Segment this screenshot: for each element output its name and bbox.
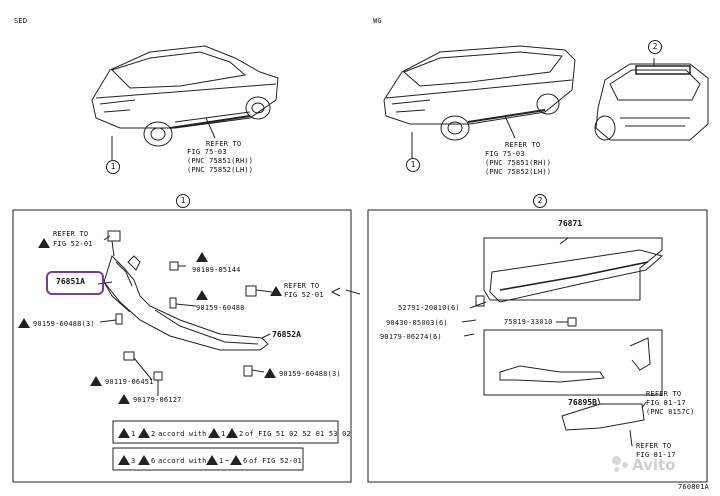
note-triangle-icon (90, 376, 102, 386)
wg-callout-1: 1 (406, 158, 420, 172)
note-triangle-icon (206, 455, 218, 465)
p2-refer-c-1: REFER TO (646, 390, 682, 398)
p1-refer-a-1: REFER TO (53, 230, 89, 238)
note-triangle-icon (196, 252, 208, 262)
tri-label-1: 1 (131, 430, 136, 438)
tilde: ~ (225, 457, 230, 465)
panel-2-title: 2 (533, 194, 547, 208)
note-triangle-icon (230, 455, 242, 465)
tri-label-1b: 1 (221, 430, 226, 438)
note-triangle-icon (118, 394, 130, 404)
sedan-drawing (91, 45, 279, 160)
wagon-drawing (383, 45, 709, 158)
p1-refer-b-1: REFER TO (284, 282, 320, 290)
part-90119-06451[interactable]: 90119-06451 (105, 378, 154, 386)
tri-label-6: 6 (151, 457, 156, 465)
part-76895b[interactable]: 76895B (568, 398, 597, 407)
wg-tag: WG (373, 17, 382, 25)
note-triangle-icon (18, 318, 30, 328)
note-triangle-icon (38, 238, 50, 248)
wg-callout-2: 2 (648, 40, 662, 54)
note-triangle-icon (118, 455, 130, 465)
highlight-frame (46, 271, 104, 295)
part-76871[interactable]: 76871 (558, 219, 583, 228)
wg-refer-3: (PNC 75851(RH)) (485, 159, 552, 167)
p2-refer-d-2: FIG 81-17 (636, 451, 676, 459)
panel-1-parts (97, 230, 341, 471)
sed-refer-2: FIG 75-03 (187, 148, 227, 156)
part-90159-60488-c[interactable]: 90159-60488(3) (279, 370, 341, 378)
part-90179-06274[interactable]: 90179-06274(6) (380, 333, 442, 341)
note-triangle-icon (118, 428, 130, 438)
note-triangle-icon (196, 290, 208, 300)
note-1-tail: of FIG 51 02 52 01 53 02 (245, 430, 351, 438)
tri-label-6b: 6 (243, 457, 248, 465)
note-triangle-icon (138, 455, 150, 465)
sed-callout-1: 1 (106, 160, 120, 174)
note-2-text: accord with (158, 457, 207, 465)
p2-refer-d-1: REFER TO (636, 442, 672, 450)
part-90430-05003[interactable]: 90430-05003(6) (386, 319, 448, 327)
sed-tag: SED (14, 17, 28, 25)
sed-refer-4: (PNC 75852(LH)) (187, 166, 254, 174)
tri-label-2: 2 (151, 430, 156, 438)
tri-label-2b: 2 (239, 430, 244, 438)
note-triangle-icon (270, 286, 282, 296)
tri-label-3: 3 (131, 457, 136, 465)
note-triangle-icon (208, 428, 220, 438)
wg-refer-2: FIG 75-03 (485, 150, 525, 158)
part-90159-60488-b[interactable]: 90159-60488(3) (33, 320, 95, 328)
part-75819-33010[interactable]: 75819-33010 (504, 318, 553, 326)
sed-refer-1: REFER TO (206, 140, 242, 148)
panel-1-title: 1 (176, 194, 190, 208)
note-triangle-icon (264, 368, 276, 378)
panel-2-parts (345, 237, 664, 447)
part-90189-05144[interactable]: 90189-05144 (192, 266, 241, 274)
p1-refer-b-2: FIG 52-01 (284, 291, 324, 299)
wg-refer-4: (PNC 75852(LH)) (485, 168, 552, 176)
wg-refer-1: REFER TO (505, 141, 541, 149)
p1-refer-a-2: FIG 52-01 (53, 240, 93, 248)
note-2-tail: of FIG 52-01 (249, 457, 302, 465)
avito-watermark: Avito (632, 456, 676, 474)
note-1-text: accord with (158, 430, 207, 438)
part-76852a[interactable]: 76852A (272, 330, 301, 339)
panel-1-frame (12, 209, 352, 483)
diagram-code: 760801A (678, 483, 709, 491)
note-triangle-icon (226, 428, 238, 438)
tri-label-1c: 1 (219, 457, 224, 465)
panel-2-frame (367, 209, 708, 483)
p2-refer-c-2: FIG 81-17 (646, 399, 686, 407)
part-76851a[interactable]: 76851A (56, 277, 85, 286)
sed-refer-3: (PNC 75851(RH)) (187, 157, 254, 165)
note-triangle-icon (138, 428, 150, 438)
part-52791-20010[interactable]: 52791-20010(6) (398, 304, 460, 312)
p2-refer-c-3: (PNC 8157C) (646, 408, 695, 416)
part-90179-06127[interactable]: 90179-06127 (133, 396, 182, 404)
part-90159-60488-a[interactable]: 90159-60488 (196, 304, 245, 312)
